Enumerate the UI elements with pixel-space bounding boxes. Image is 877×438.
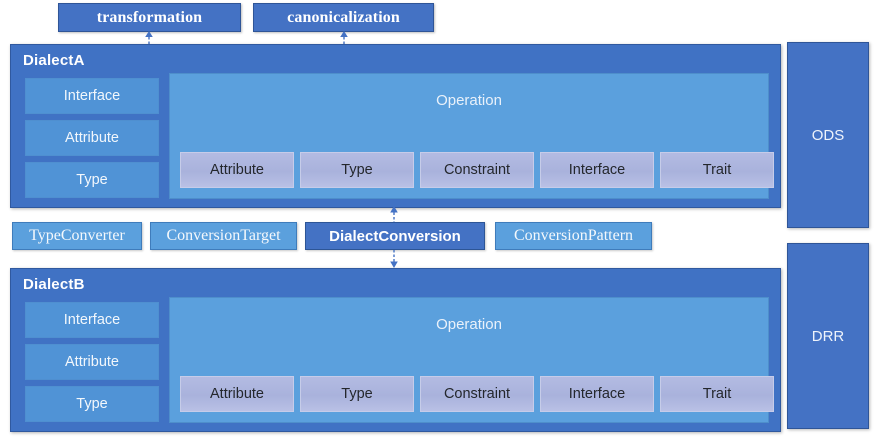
- dialect-a-op-chip-attribute[interactable]: Attribute: [180, 152, 294, 188]
- conversion-chip-conversion-pattern-label: ConversionPattern: [513, 227, 634, 244]
- dialect-b-op-chip-constraint-label: Constraint: [443, 386, 511, 402]
- conversion-chip-conversion-target[interactable]: ConversionTarget: [150, 222, 297, 250]
- dialect-a-stack-label-attribute: Attribute: [65, 130, 119, 146]
- dialect-a-op-chip-interface[interactable]: Interface: [540, 152, 654, 188]
- callout-transformation[interactable]: transformation: [58, 3, 241, 32]
- conversion-chip-dialect-conversion-label: DialectConversion: [329, 227, 461, 245]
- dialect-a-title: DialectA: [23, 52, 85, 69]
- dialect-a-stack-item-type[interactable]: Type: [25, 162, 159, 198]
- dialect-a-operation-label: Operation: [436, 92, 502, 109]
- side-box-ods-label: ODS: [811, 126, 845, 144]
- dialect-b-op-chip-type[interactable]: Type: [300, 376, 414, 412]
- conversion-chip-conversion-target-label: ConversionTarget: [166, 227, 281, 244]
- conversion-chip-conversion-pattern[interactable]: ConversionPattern: [495, 222, 652, 250]
- dialect-b-stack-item-attribute[interactable]: Attribute: [25, 344, 159, 380]
- conversion-chip-type-converter[interactable]: TypeConverter: [12, 222, 142, 250]
- dialect-a-op-chip-type[interactable]: Type: [300, 152, 414, 188]
- connector-dialect-b-down-arrow: [390, 250, 398, 268]
- dialect-b-stack-label-interface: Interface: [63, 312, 121, 328]
- dialect-b-operation-label: Operation: [436, 316, 502, 333]
- side-box-ods[interactable]: ODS: [787, 42, 869, 228]
- connector-dialect-a-up-arrow: [390, 206, 398, 224]
- dialect-a-op-chip-interface-label: Interface: [568, 162, 626, 178]
- dialect-a-stack-item-interface[interactable]: Interface: [25, 78, 159, 114]
- dialect-b-op-chip-interface[interactable]: Interface: [540, 376, 654, 412]
- dialect-b-op-chip-constraint[interactable]: Constraint: [420, 376, 534, 412]
- dialect-b-stack-item-type[interactable]: Type: [25, 386, 159, 422]
- dialect-a-stack-item-attribute[interactable]: Attribute: [25, 120, 159, 156]
- conversion-chip-dialect-conversion[interactable]: DialectConversion: [305, 222, 485, 250]
- dialect-a-op-chip-attribute-label: Attribute: [210, 162, 264, 178]
- dialect-a-panel[interactable]: DialectA Interface Attribute Type Operat…: [10, 44, 781, 208]
- dialect-a-op-chip-trait[interactable]: Trait: [660, 152, 774, 188]
- dialect-b-op-chip-attribute[interactable]: Attribute: [180, 376, 294, 412]
- dialect-b-title: DialectB: [23, 276, 85, 293]
- dialect-b-op-chip-interface-label: Interface: [568, 386, 626, 402]
- dialect-b-op-chip-trait[interactable]: Trait: [660, 376, 774, 412]
- callout-transformation-label: transformation: [96, 8, 203, 26]
- dialect-a-op-chip-type-label: Type: [341, 162, 373, 178]
- dialect-a-operation-panel[interactable]: Operation Attribute Type Constraint Inte…: [169, 73, 774, 199]
- dialect-b-stack-item-interface[interactable]: Interface: [25, 302, 159, 338]
- dialect-a-op-chip-constraint[interactable]: Constraint: [420, 152, 534, 188]
- dialect-a-op-chip-constraint-label: Constraint: [443, 162, 511, 178]
- callout-canonicalization[interactable]: canonicalization: [253, 3, 434, 32]
- callout-canonicalization-label: canonicalization: [287, 8, 400, 26]
- side-box-drr[interactable]: DRR: [787, 243, 869, 429]
- connector-transformation-arrow: [145, 31, 153, 44]
- dialect-b-op-chip-type-label: Type: [341, 386, 373, 402]
- dialect-a-stack-label-type: Type: [76, 172, 108, 188]
- connector-canonicalization-arrow: [340, 31, 348, 44]
- dialect-b-op-chip-trait-label: Trait: [702, 386, 732, 402]
- side-box-drr-label: DRR: [811, 327, 845, 345]
- dialect-b-stack-label-type: Type: [76, 396, 108, 412]
- dialect-b-stack-label-attribute: Attribute: [65, 354, 119, 370]
- dialect-b-operation-panel[interactable]: Operation Attribute Type Constraint Inte…: [169, 297, 774, 423]
- dialect-a-op-chip-trait-label: Trait: [702, 162, 732, 178]
- dialect-a-stack-label-interface: Interface: [63, 88, 121, 104]
- dialect-b-op-chip-attribute-label: Attribute: [210, 386, 264, 402]
- dialect-b-panel[interactable]: DialectB Interface Attribute Type Operat…: [10, 268, 781, 432]
- conversion-chip-type-converter-label: TypeConverter: [29, 227, 125, 244]
